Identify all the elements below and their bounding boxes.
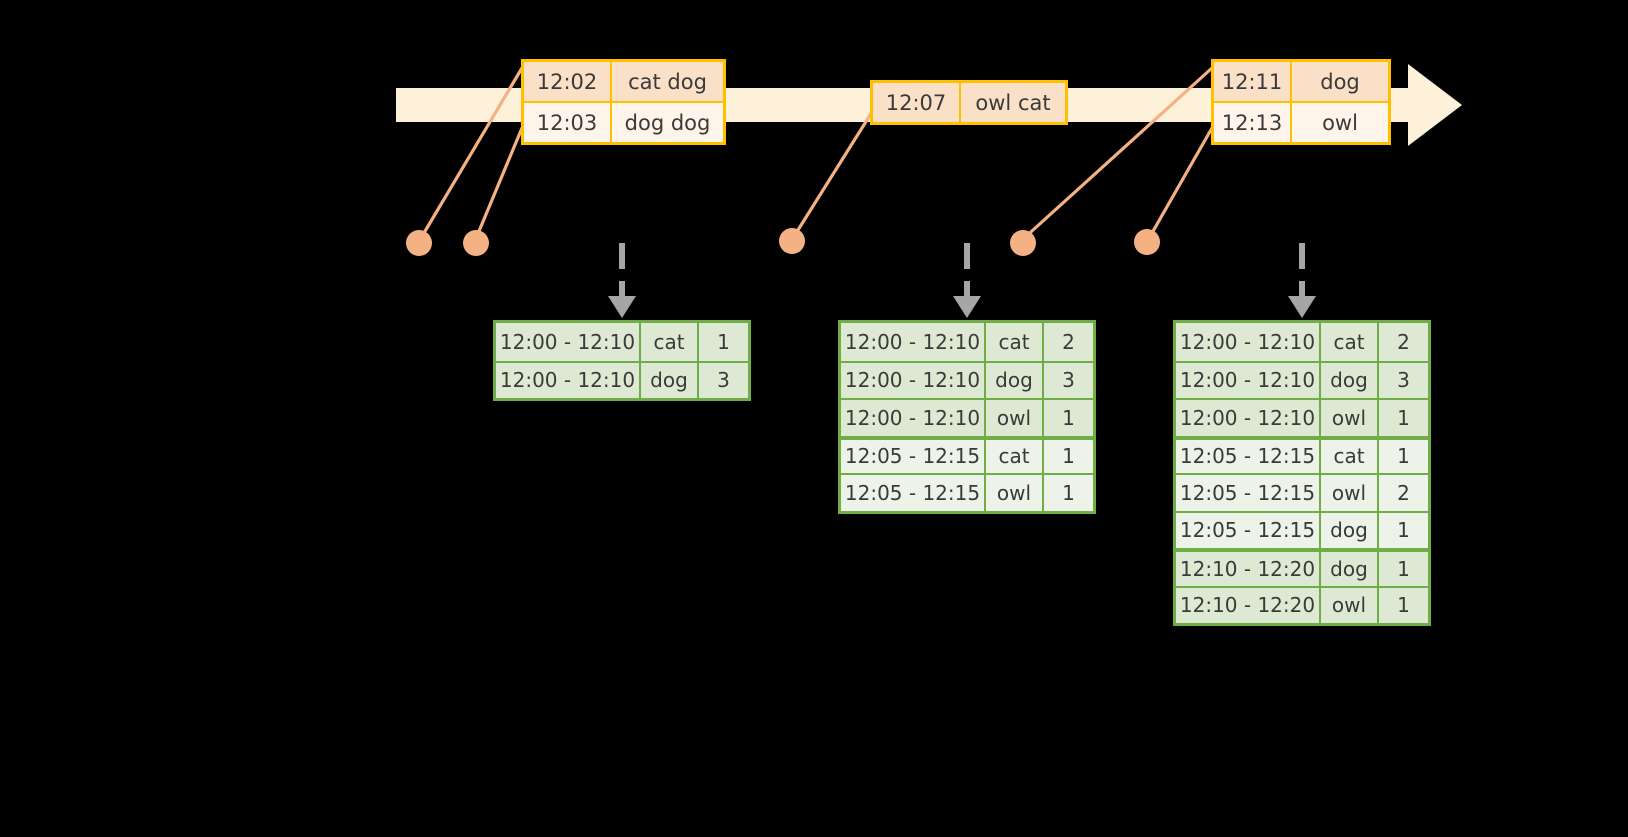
cell-window: 12:00 - 12:10: [841, 362, 986, 398]
event-words: owl: [1322, 110, 1358, 135]
connector-1213: [1146, 126, 1214, 242]
event-group-2[interactable]: 12:07 owl cat: [870, 80, 1068, 125]
connector-1207: [791, 110, 874, 240]
cell-count: 2: [1062, 329, 1075, 354]
event-row[interactable]: 12:03 dog dog: [524, 101, 723, 142]
event-time: 12:11: [1214, 62, 1292, 101]
event-dot-1207: [779, 228, 805, 254]
event-words: cat dog: [628, 69, 707, 94]
event-words: dog: [1320, 69, 1360, 94]
event-dot-1202: [406, 230, 432, 256]
event-dot-1203: [463, 230, 489, 256]
cell-window: 12:05 - 12:15: [1176, 475, 1321, 511]
event-row[interactable]: 12:02 cat dog: [524, 62, 723, 101]
cell-window: 12:05 - 12:15: [841, 475, 986, 511]
cell-word: cat: [1321, 439, 1379, 473]
cell-word: cat: [641, 323, 699, 361]
cell-word: dog: [1321, 512, 1379, 548]
cell-count: 1: [1062, 480, 1075, 505]
cell-count: 1: [1397, 444, 1410, 469]
cell-word: owl: [1321, 400, 1379, 436]
cell-word: owl: [986, 475, 1044, 511]
emit-arrowhead-2: [953, 296, 981, 318]
cell-count: 3: [1397, 368, 1410, 393]
cell-word: dog: [641, 362, 699, 398]
cell-count: 1: [717, 329, 730, 354]
cell-window: 12:10 - 12:20: [1176, 552, 1321, 586]
cell-window: 12:00 - 12:10: [1176, 400, 1321, 436]
cell-word: dog: [1321, 552, 1379, 586]
event-time: 12:07: [873, 83, 961, 122]
cell-window: 12:00 - 12:10: [1176, 362, 1321, 398]
cell-count: 1: [1397, 405, 1410, 430]
event-row[interactable]: 12:13 owl: [1214, 101, 1388, 142]
cell-word: cat: [986, 323, 1044, 361]
event-dot-1213: [1134, 229, 1160, 255]
emit-arrowheads: [608, 296, 1316, 318]
cell-window: 12:00 - 12:10: [496, 323, 641, 361]
cell-count: 1: [1397, 518, 1410, 543]
emit-arrowhead-1: [608, 296, 636, 318]
cell-window: 12:05 - 12:15: [841, 439, 986, 473]
cell-window: 12:00 - 12:10: [841, 323, 986, 361]
event-words: dog dog: [624, 110, 711, 135]
cell-word: cat: [1321, 323, 1379, 361]
cell-word: dog: [1321, 362, 1379, 398]
emit-arrowhead-3: [1288, 296, 1316, 318]
cell-window: 12:00 - 12:10: [1176, 323, 1321, 361]
cell-word: dog: [986, 362, 1044, 398]
cell-window: 12:10 - 12:20: [1176, 587, 1321, 623]
cell-word: owl: [1321, 475, 1379, 511]
cell-word: owl: [986, 400, 1044, 436]
event-time: 12:13: [1214, 103, 1292, 142]
cell-count: 1: [1397, 593, 1410, 618]
event-row[interactable]: 12:11 dog: [1214, 62, 1388, 101]
event-group-1[interactable]: 12:02 cat dog 12:03 dog dog: [521, 59, 726, 145]
event-time: 12:03: [524, 103, 612, 142]
cell-word: owl: [1321, 587, 1379, 623]
cell-count: 3: [1062, 368, 1075, 393]
cell-count: 1: [1062, 444, 1075, 469]
cell-count: 1: [1397, 556, 1410, 581]
event-words: owl cat: [975, 90, 1051, 115]
cell-word: cat: [986, 439, 1044, 473]
connector-1203: [475, 126, 524, 238]
connector-1202: [419, 66, 524, 240]
cell-window: 12:00 - 12:10: [496, 362, 641, 398]
cell-count: 2: [1397, 480, 1410, 505]
event-dots: [406, 228, 1160, 256]
cell-count: 2: [1397, 329, 1410, 354]
cell-window: 12:05 - 12:15: [1176, 439, 1321, 473]
event-time: 12:02: [524, 62, 612, 101]
event-group-3[interactable]: 12:11 dog 12:13 owl: [1211, 59, 1391, 145]
cell-count: 3: [717, 368, 730, 393]
event-row[interactable]: 12:07 owl cat: [873, 83, 1065, 122]
emit-arrows: [619, 243, 1305, 296]
event-dot-1211: [1010, 230, 1036, 256]
cell-window: 12:00 - 12:10: [841, 400, 986, 436]
cell-count: 1: [1062, 405, 1075, 430]
cell-window: 12:05 - 12:15: [1176, 512, 1321, 548]
